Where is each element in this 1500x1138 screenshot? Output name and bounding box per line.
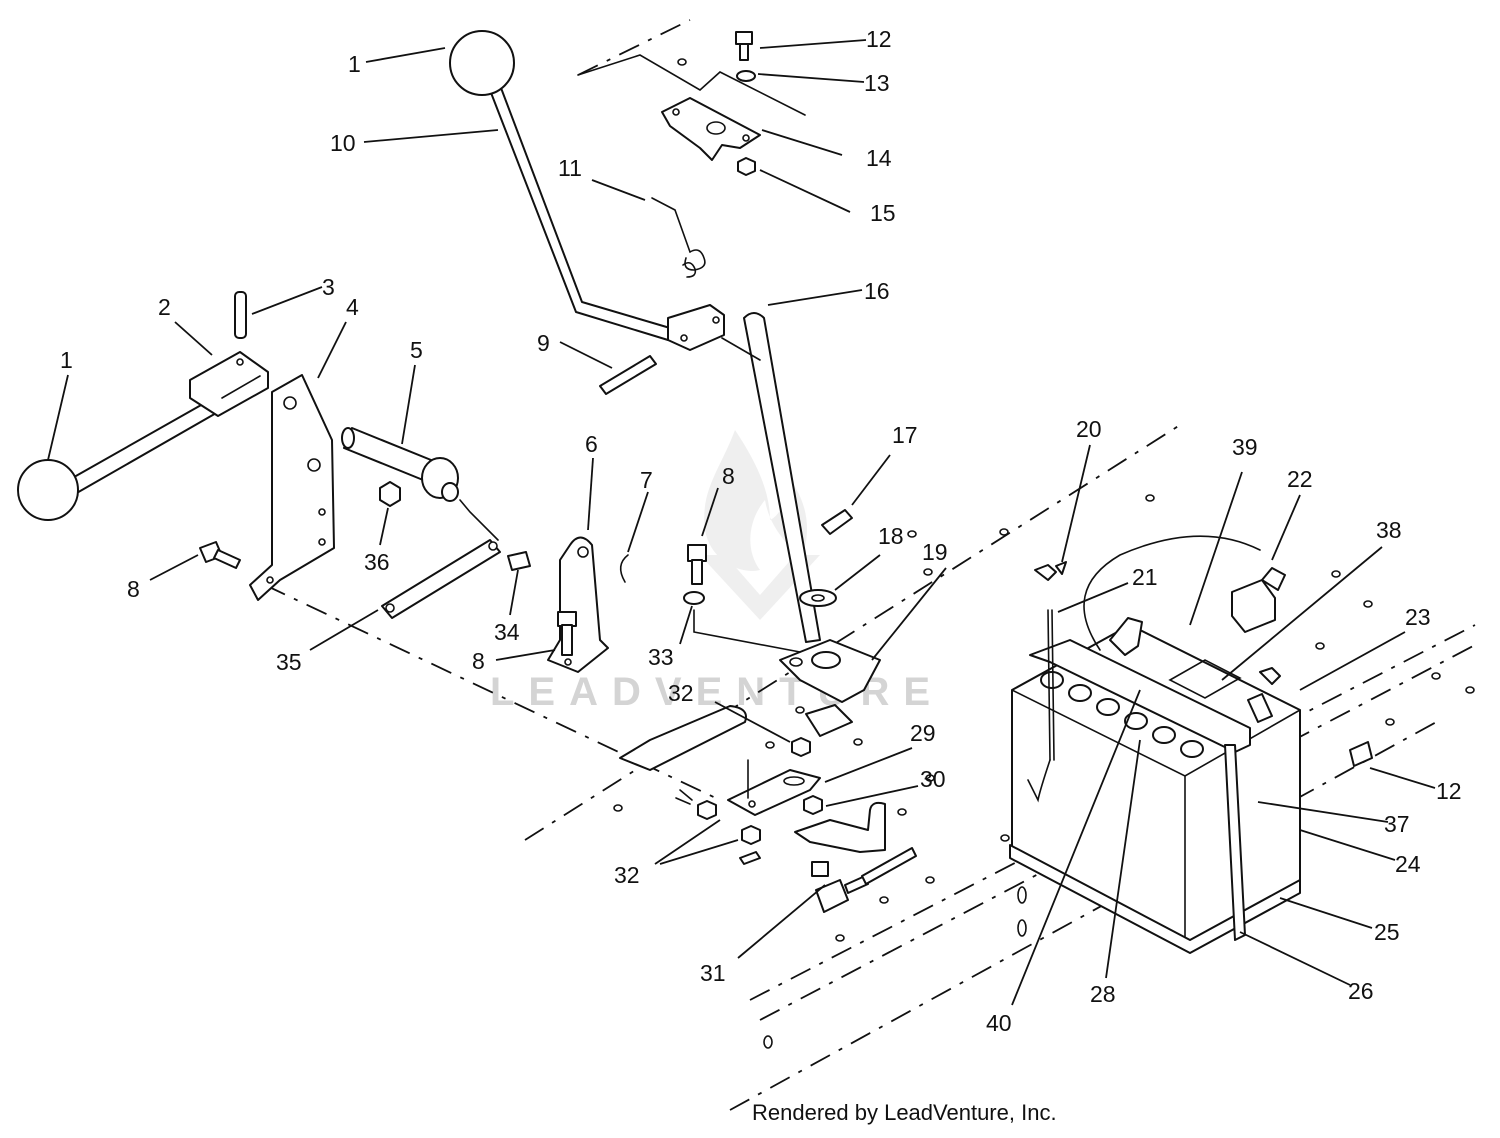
callout-39: 39	[1232, 434, 1258, 460]
hex-nut-36	[379, 481, 401, 507]
hold-down-strap	[1029, 639, 1251, 941]
callout-17: 17	[892, 422, 918, 448]
callout-32-lower: 32	[614, 862, 640, 888]
callout-35: 35	[276, 649, 302, 675]
callout-18: 18	[878, 523, 904, 549]
callout-24: 24	[1395, 851, 1421, 877]
callout-9: 9	[537, 330, 550, 356]
callout-8-left: 8	[127, 576, 140, 602]
plate-14	[661, 97, 761, 161]
callout-23: 23	[1405, 604, 1431, 630]
callout-20: 20	[1076, 416, 1102, 442]
callout-37: 37	[1384, 811, 1410, 837]
washer-33	[683, 591, 801, 653]
callout-13: 13	[864, 70, 890, 96]
nut-32-left	[697, 800, 717, 820]
nut-32-upper	[791, 737, 811, 757]
nut-32-center	[739, 825, 761, 865]
callout-40: 40	[986, 1010, 1012, 1036]
watermark-logo	[700, 430, 820, 620]
arm-bracket	[794, 801, 886, 853]
callout-28: 28	[1090, 981, 1116, 1007]
wing-nut-20	[1034, 561, 1067, 581]
bolt-34	[507, 551, 531, 571]
battery-clamp	[1109, 617, 1143, 656]
pin-9	[599, 355, 657, 395]
roll-pin-3	[234, 291, 247, 339]
bolt-8-lower	[557, 611, 577, 656]
rendered-by-footer: Rendered by LeadVenture, Inc.	[752, 1100, 1057, 1125]
callout-8-lower: 8	[472, 648, 485, 674]
callout-29: 29	[910, 720, 936, 746]
terminal-12-right	[1247, 693, 1373, 767]
callout-2: 2	[158, 294, 171, 320]
battery-rod	[1027, 609, 1055, 803]
callout-11: 11	[558, 155, 582, 181]
callout-1-top: 1	[348, 51, 361, 77]
callout-15: 15	[870, 200, 896, 226]
watermark-text: LEADVENTURE	[490, 670, 944, 714]
callout-31: 31	[700, 960, 726, 986]
callout-7: 7	[640, 467, 653, 493]
spring-clip	[675, 789, 693, 805]
bolt-31	[811, 861, 869, 913]
lever-arm-6	[547, 536, 609, 673]
callout-12-top: 12	[866, 26, 892, 52]
callout-3: 3	[322, 274, 335, 300]
callout-21: 21	[1132, 564, 1158, 590]
callout-6: 6	[585, 431, 598, 457]
callout-8-center: 8	[722, 463, 735, 489]
cover-plate	[619, 704, 853, 771]
spring-11	[651, 197, 706, 278]
callout-38: 38	[1376, 517, 1402, 543]
callout-36: 36	[364, 549, 390, 575]
mounting-bracket-plate	[249, 374, 335, 601]
bolt-8-center	[687, 544, 707, 585]
clevis-block	[189, 351, 269, 417]
callout-25: 25	[1374, 919, 1400, 945]
shift-shaft	[341, 427, 499, 541]
lever-bracket	[667, 304, 725, 351]
callout-26: 26	[1348, 978, 1374, 1004]
battery-cable-loop	[1083, 535, 1261, 651]
washer-13	[736, 70, 756, 82]
bracket-29	[727, 759, 821, 816]
shift-link-35	[381, 539, 501, 619]
pin-17	[821, 509, 853, 535]
terminal-boot-22	[1231, 567, 1286, 633]
frame-lines	[264, 19, 1476, 1111]
callout-12-right: 12	[1436, 778, 1462, 804]
callout-14: 14	[866, 145, 892, 171]
shift-lever-main	[449, 30, 671, 341]
washer-18	[799, 589, 837, 607]
callout-10: 10	[330, 130, 356, 156]
frame-holes	[613, 58, 1475, 1049]
callout-4: 4	[346, 294, 359, 320]
bolt-12-top	[735, 31, 753, 61]
shift-lever-left	[17, 399, 219, 521]
threaded-rod	[861, 847, 917, 885]
pivot-arm-19	[779, 639, 881, 703]
callout-30: 30	[920, 766, 946, 792]
callout-labels: 1 1 2 3 4 5 6 7 8 8 8 9 10 11 12 12 13 1…	[60, 26, 1462, 1036]
battery	[1009, 624, 1301, 954]
battery-terminals	[1040, 671, 1204, 758]
tube-16	[721, 312, 821, 643]
nut-15	[737, 157, 756, 176]
callout-34: 34	[494, 619, 520, 645]
bolt-8-left	[199, 541, 241, 569]
callout-5: 5	[410, 337, 423, 363]
callout-32-upper: 32	[668, 680, 694, 706]
e-clip-7	[619, 554, 629, 583]
callout-22: 22	[1287, 466, 1313, 492]
callout-33: 33	[648, 644, 674, 670]
callout-16: 16	[864, 278, 890, 304]
callout-1-left: 1	[60, 347, 73, 373]
nut-30	[803, 795, 823, 815]
leader-lines	[47, 39, 1436, 1006]
callout-19: 19	[922, 539, 948, 565]
wing-nut-23	[1259, 667, 1281, 685]
